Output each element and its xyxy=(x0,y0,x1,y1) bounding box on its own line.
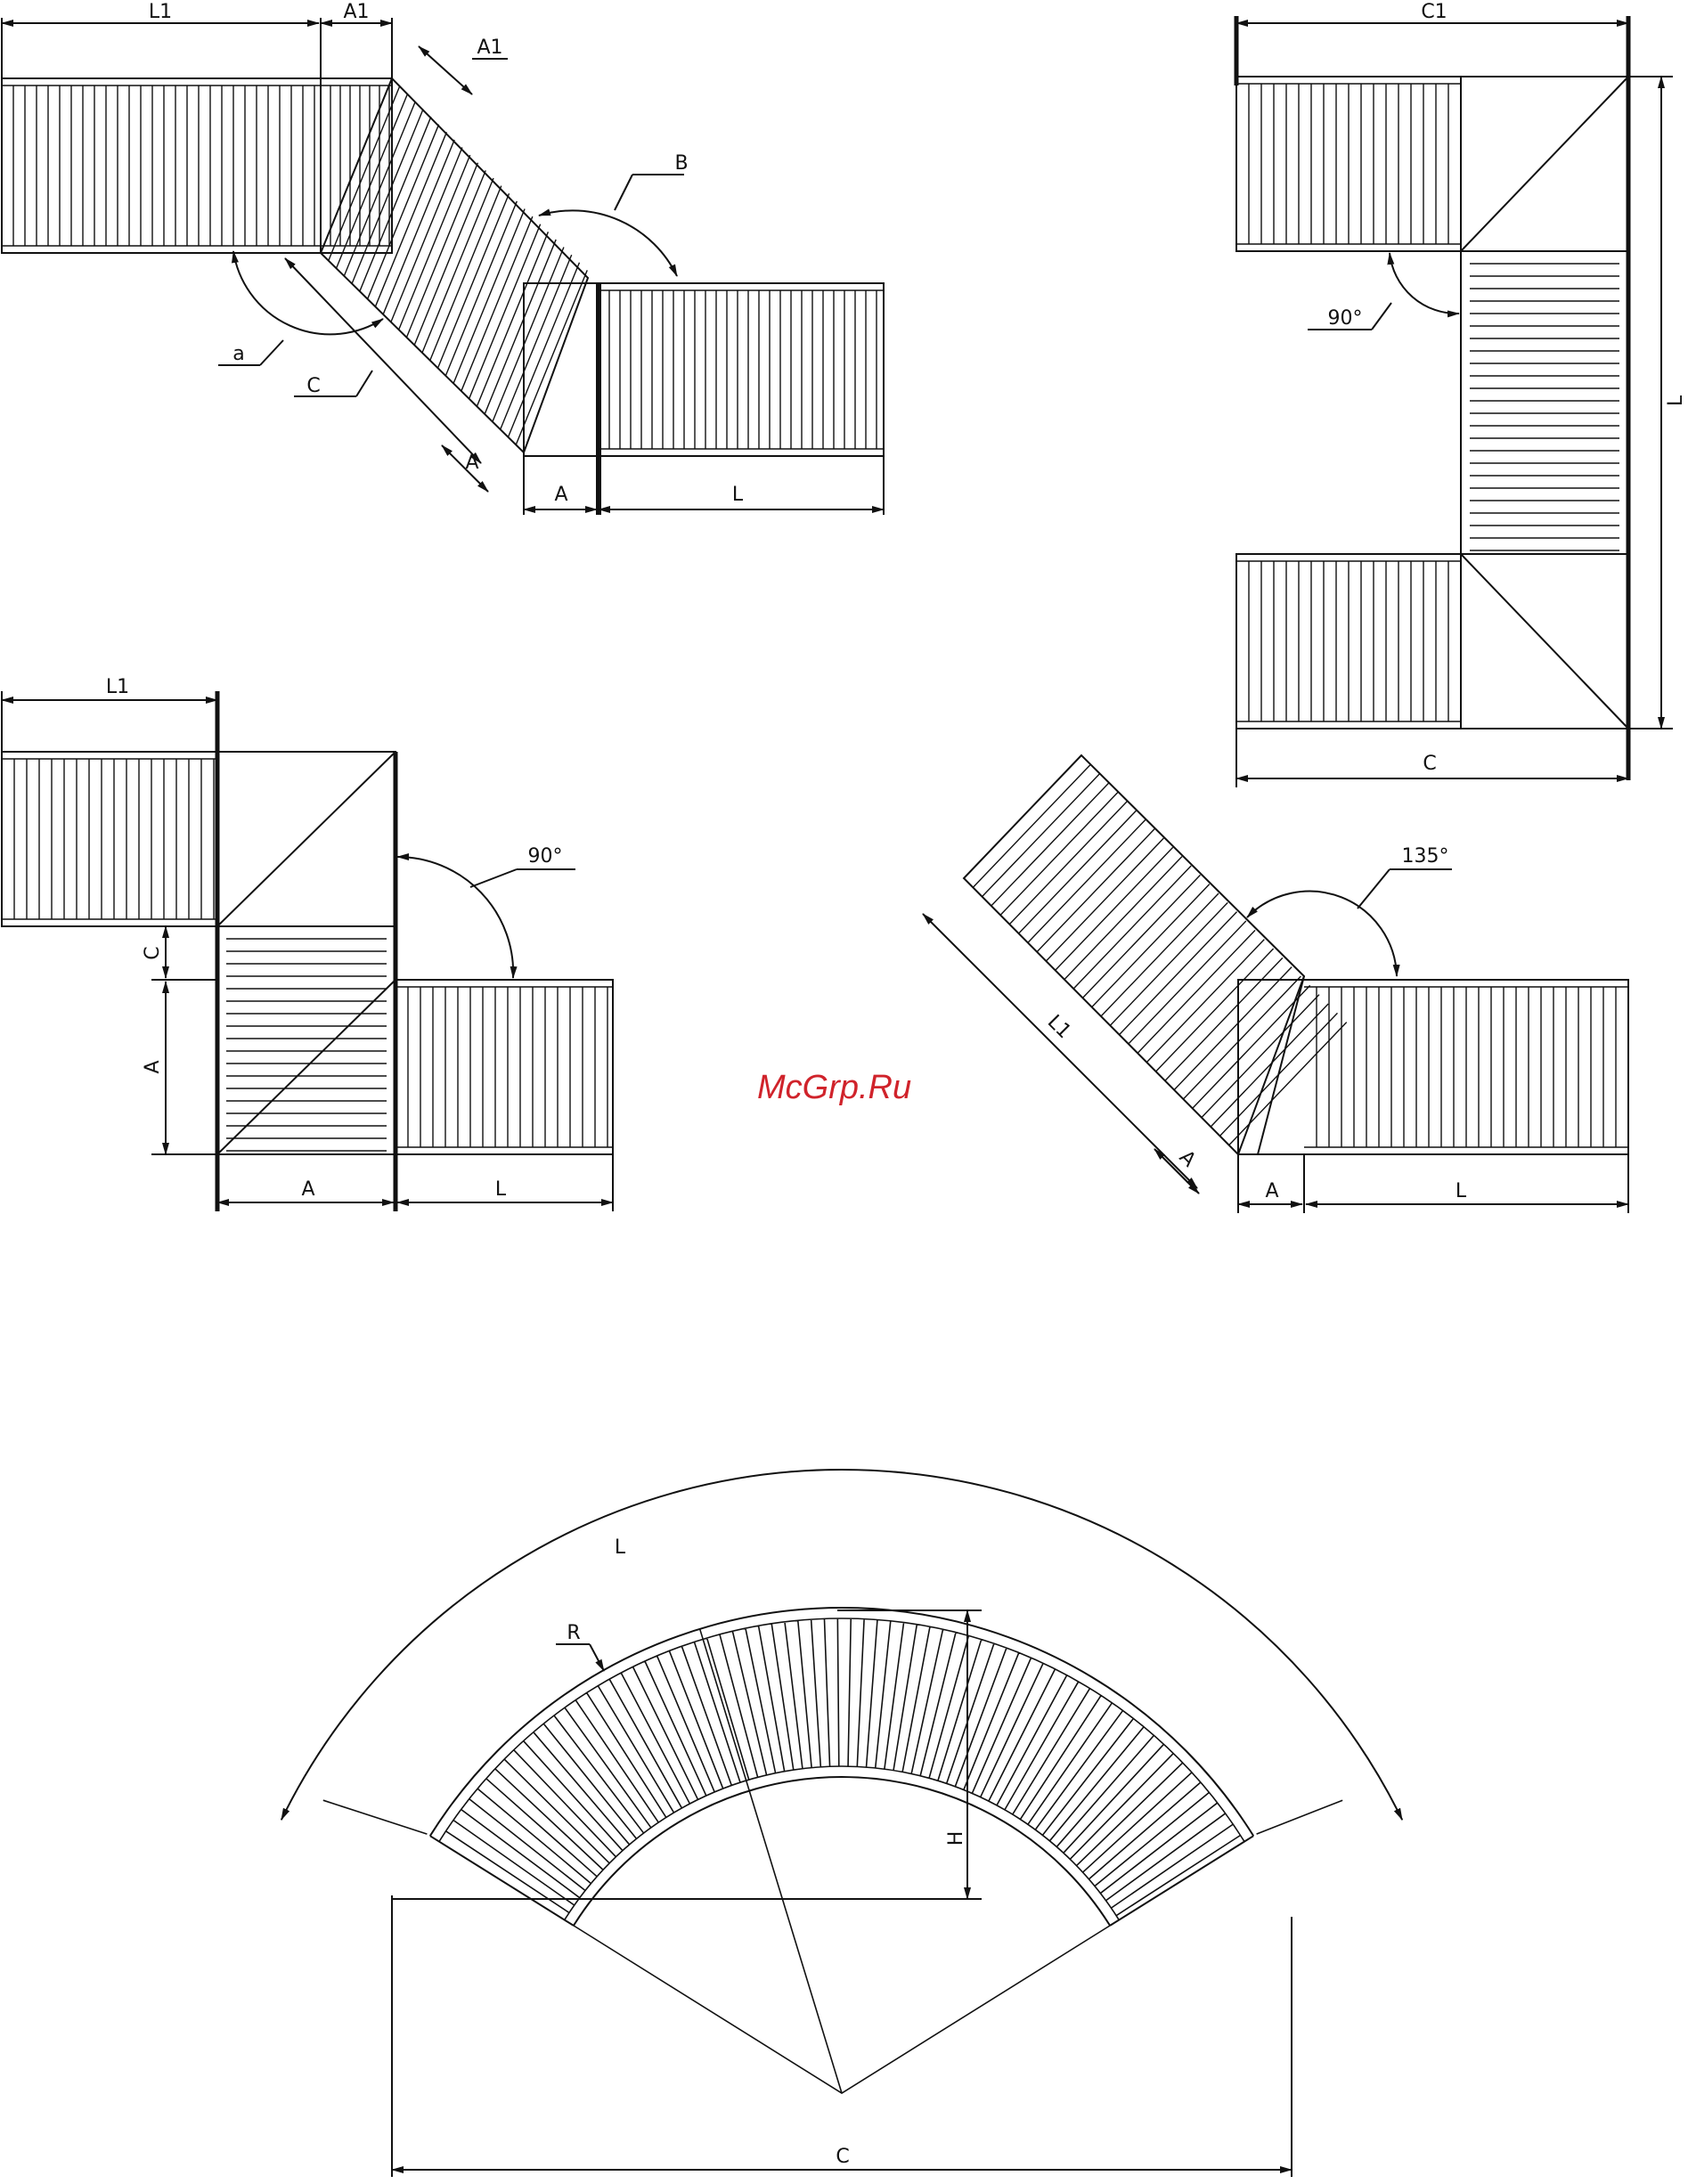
figure-5-labels: L R H C xyxy=(567,1536,967,2168)
fig1-right-pipe xyxy=(524,283,884,515)
fig1-label-a1-top: A1 xyxy=(343,1,369,23)
fig5-bend-body xyxy=(430,1608,1253,1926)
figure-2-double-elbow xyxy=(1236,16,1673,787)
fig5-label-l: L xyxy=(615,1536,626,1559)
figure-4-135-elbow xyxy=(923,755,1628,1213)
fig3-label-c-side: C xyxy=(142,946,164,959)
fig1-left-pipe xyxy=(2,78,392,253)
fig4-horizontal-pipe xyxy=(1238,976,1628,1154)
fig1-label-l1: L1 xyxy=(149,1,172,23)
fig1-diagonal-pipe xyxy=(321,78,588,452)
fig2-label-l: L xyxy=(1665,395,1687,406)
fig4-label-a-bottom: A xyxy=(1265,1180,1278,1202)
fig1-label-c: C xyxy=(306,375,320,397)
figure-3-step-elbow xyxy=(2,691,613,1211)
fig4-label-l-bottom: L xyxy=(1456,1180,1467,1202)
fig1-label-l-bottom: L xyxy=(732,484,744,506)
fig4-label-a-diag: A xyxy=(1175,1146,1200,1171)
fig3-label-l1: L1 xyxy=(106,676,129,698)
fig5-label-h: H xyxy=(945,1831,967,1846)
fig2-label-c1: C1 xyxy=(1421,1,1447,23)
figure-5-bend xyxy=(281,1470,1402,2177)
fig4-diagonal-pipe xyxy=(964,755,1347,1154)
fig5-label-r: R xyxy=(567,1622,580,1644)
fig2-label-c: C xyxy=(1423,753,1436,775)
fig1-label-b: B xyxy=(674,152,688,175)
fig3-label-l-bottom: L xyxy=(495,1178,507,1201)
fig2-top-pipe xyxy=(1236,77,1628,251)
fig2-bottom-pipe xyxy=(1236,554,1628,729)
fig4-label-135: 135° xyxy=(1402,845,1449,868)
fig3-label-a-bottom: A xyxy=(301,1178,314,1201)
fig3-top-pipe xyxy=(2,752,395,926)
fig3-label-a-side: A xyxy=(142,1060,164,1073)
fig1-label-a-bottom: A xyxy=(554,484,567,506)
fig2-label-90: 90° xyxy=(1328,307,1363,330)
fig1-label-a-diag: A xyxy=(465,452,478,474)
fig4-diagonal-pipe-ribs xyxy=(973,764,1346,1145)
fig1-label-angle-a: a xyxy=(232,343,244,365)
fig1-label-a1-diag: A1 xyxy=(477,37,502,59)
fig3-vertical-section xyxy=(217,752,395,1154)
fig2-vertical-riser xyxy=(1461,77,1628,729)
fig5-label-c: C xyxy=(836,2146,849,2168)
watermark-text: McGrp.Ru xyxy=(757,1069,911,1107)
figure-1-offset-elbow xyxy=(2,18,884,515)
fig3-label-90: 90° xyxy=(528,845,563,868)
fig3-right-pipe xyxy=(395,980,613,1154)
